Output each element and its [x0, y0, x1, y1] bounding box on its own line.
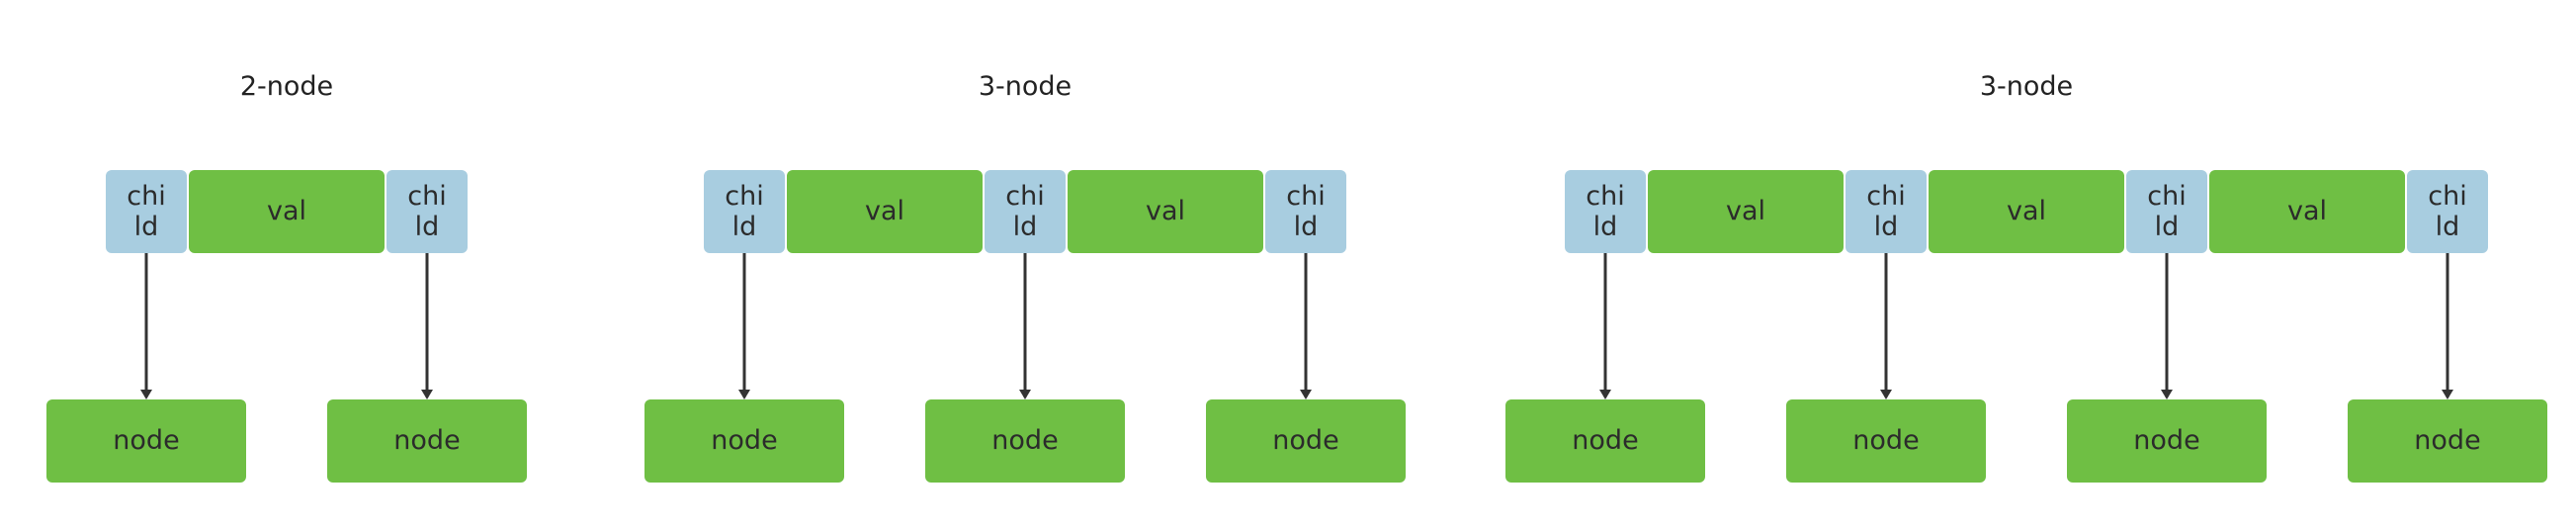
- child-label-part: ld: [1873, 212, 1899, 242]
- value-cell: val: [1929, 170, 2124, 253]
- node-label: node: [1852, 425, 1920, 457]
- child-label-part: ld: [1012, 212, 1038, 242]
- child-label-part: chi: [1866, 180, 1906, 212]
- child-label-part: chi: [2147, 180, 2187, 212]
- diagram-title: 2-node: [239, 71, 334, 102]
- child-label-part: ld: [2435, 212, 2460, 242]
- value-label: val: [864, 196, 905, 227]
- diagram-title: 3-node: [1979, 71, 2074, 102]
- child-node: node: [1505, 399, 1705, 483]
- node-label: node: [711, 425, 778, 457]
- child-label-part: ld: [1592, 212, 1618, 242]
- node-label: node: [1572, 425, 1639, 457]
- value-cell: val: [189, 170, 385, 253]
- value-cell: val: [2209, 170, 2405, 253]
- value-cell: val: [787, 170, 983, 253]
- child-label-part: ld: [1293, 212, 1319, 242]
- diagram-title: 3-node: [978, 71, 1073, 102]
- child-node: node: [644, 399, 844, 483]
- child-label-part: chi: [127, 180, 166, 212]
- value-cell: val: [1068, 170, 1263, 253]
- value-cell: val: [1648, 170, 1844, 253]
- value-label: val: [2286, 196, 2328, 227]
- child-label-part: ld: [731, 212, 757, 242]
- child-node: node: [925, 399, 1125, 483]
- child-node: node: [46, 399, 246, 483]
- child-label-part: chi: [1586, 180, 1625, 212]
- node-label: node: [1272, 425, 1339, 457]
- node-label: node: [113, 425, 180, 457]
- child-label-part: chi: [725, 180, 764, 212]
- child-label-part: chi: [1005, 180, 1045, 212]
- value-label: val: [2006, 196, 2047, 227]
- child-node: node: [2067, 399, 2267, 483]
- node-label: node: [2133, 425, 2200, 457]
- child-node: node: [2348, 399, 2547, 483]
- child-label-part: ld: [133, 212, 159, 242]
- child-node: node: [1206, 399, 1406, 483]
- node-label: node: [2414, 425, 2481, 457]
- value-label: val: [266, 196, 307, 227]
- child-label-part: ld: [414, 212, 440, 242]
- child-label-part: ld: [2154, 212, 2180, 242]
- value-label: val: [1145, 196, 1186, 227]
- child-label-part: chi: [1286, 180, 1326, 212]
- value-label: val: [1725, 196, 1766, 227]
- child-label-part: chi: [407, 180, 447, 212]
- child-node: node: [327, 399, 527, 483]
- child-node: node: [1786, 399, 1986, 483]
- node-label: node: [393, 425, 461, 457]
- child-label-part: chi: [2428, 180, 2467, 212]
- node-label: node: [991, 425, 1059, 457]
